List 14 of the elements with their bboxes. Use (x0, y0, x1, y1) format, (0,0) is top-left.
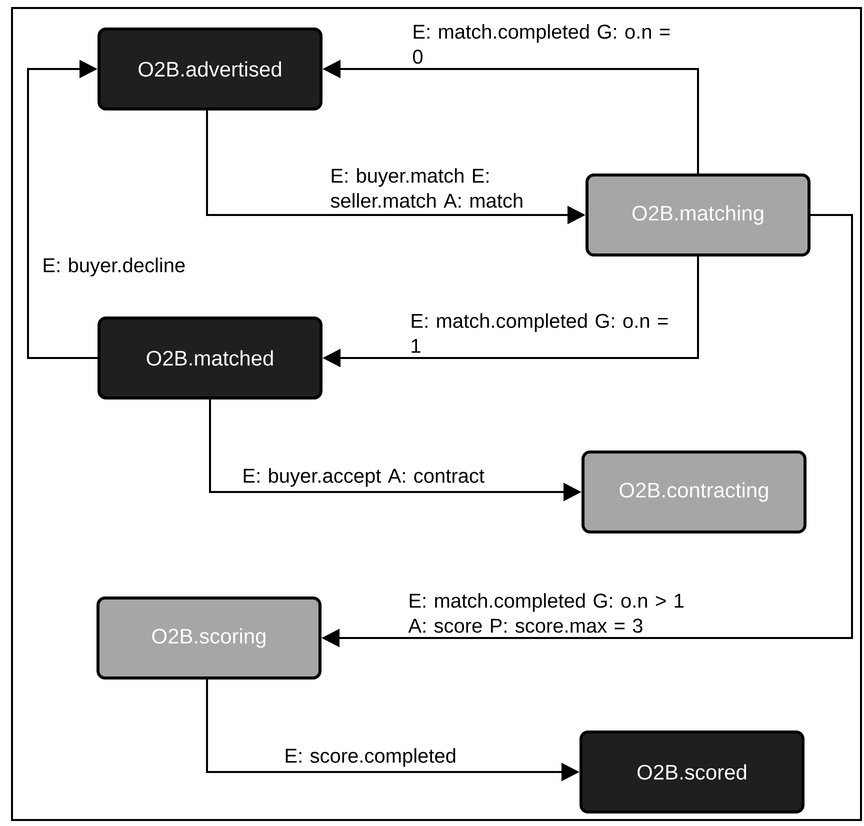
state-box: O2B.scoring (96, 596, 322, 680)
state-box: O2B.matching (586, 174, 810, 256)
edge-label: E: match.completed G: o.n = 0 (413, 24, 670, 64)
edge-label: E: match.completed G: o.n > 1 A: score P: score.max = 3 (408, 593, 684, 633)
edge-label: E: buyer.decline (44, 258, 185, 276)
state-box: O2B.contracting (582, 450, 806, 534)
state-box: O2B.scored (580, 730, 804, 814)
state-box: O2B.matched (98, 316, 322, 400)
edge-label: E: score.completed (286, 748, 456, 767)
state-box: O2B.advertised (98, 28, 322, 110)
edge-label: E: buyer.accept A: contract (244, 468, 484, 487)
edge-label: E: buyer.match E: seller.match A: match (330, 168, 522, 208)
edge-label: E: match.completed G: o.n = 1 (412, 313, 668, 353)
arrow (27, 60, 98, 359)
